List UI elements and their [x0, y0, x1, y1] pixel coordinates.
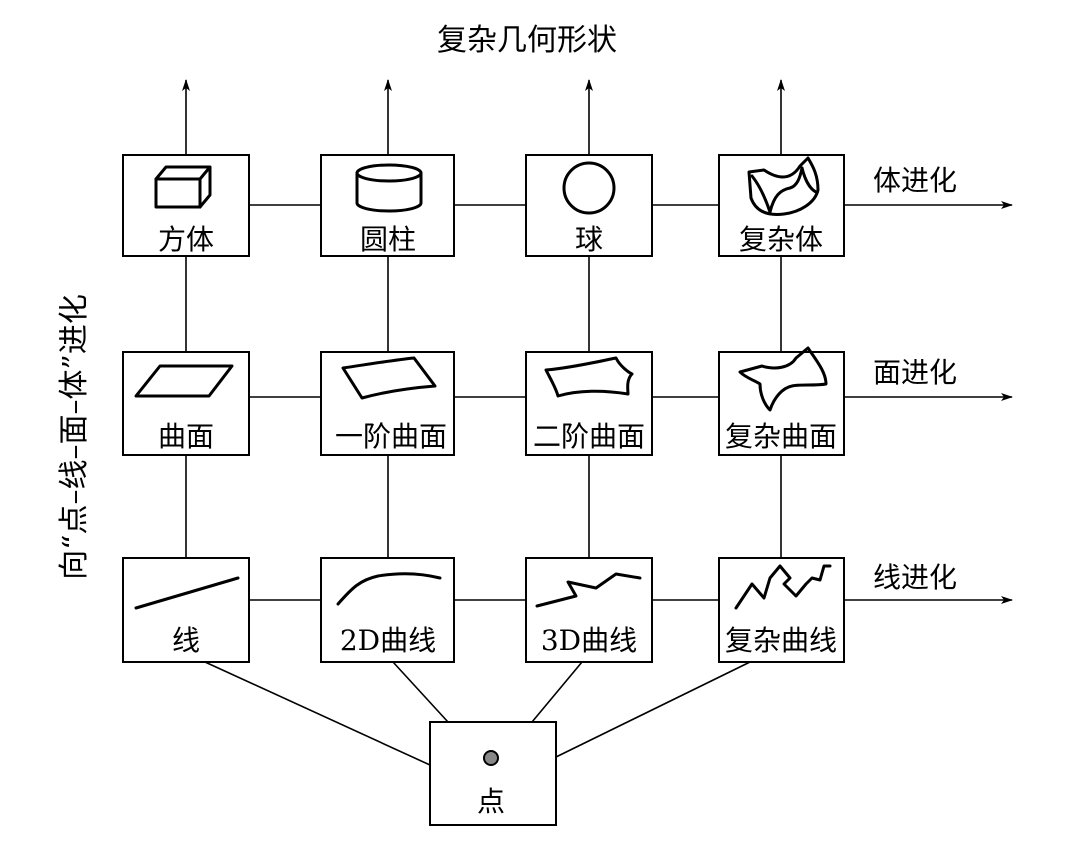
- node-label: 复杂曲面: [725, 420, 837, 453]
- 2d-curve-icon: [336, 572, 442, 606]
- connector: [204, 661, 431, 766]
- complex-curve-icon: [734, 564, 832, 610]
- connector: [392, 661, 449, 723]
- first-order-surface-icon: [341, 356, 437, 400]
- node-first-order-surface: 一阶曲面: [320, 351, 455, 456]
- up-arrows: [182, 79, 785, 155]
- node-label: 曲面: [158, 420, 214, 453]
- node-complex-solid: 复杂体: [718, 154, 845, 257]
- node-cylinder: 圆柱: [320, 154, 455, 257]
- node-label: 复杂体: [739, 223, 823, 256]
- node-surface: 曲面: [122, 351, 250, 456]
- node-point: 点: [429, 721, 557, 826]
- node-label: 点: [477, 785, 505, 818]
- node-label: 球: [575, 223, 603, 256]
- point-icon: [483, 750, 499, 766]
- complex-surface-icon: [738, 346, 828, 412]
- sphere-icon: [562, 161, 616, 215]
- node-line: 线: [122, 557, 250, 663]
- side-label: 向“点–线–面–体”进化: [57, 294, 92, 580]
- diagram-title: 复杂几何形状: [437, 23, 617, 58]
- node-label: 线: [172, 624, 200, 657]
- node-label: 圆柱: [360, 223, 416, 256]
- row-connectors: [249, 201, 1013, 604]
- node-label: 2D曲线: [340, 624, 436, 657]
- straight-line-icon: [134, 576, 240, 610]
- row-label-line: 线进化: [873, 561, 957, 594]
- node-complex-surface: 复杂曲面: [718, 346, 845, 456]
- node-label: 3D曲线: [541, 624, 637, 657]
- node-label: 二阶曲面: [533, 420, 645, 453]
- row-label-surface: 面进化: [873, 356, 957, 389]
- parallelogram-icon: [134, 364, 234, 398]
- connector: [531, 661, 583, 723]
- row-label-solid: 体进化: [873, 164, 957, 197]
- node-label: 一阶曲面: [335, 420, 447, 453]
- node-cube: 方体: [122, 154, 250, 257]
- cylinder-icon: [355, 163, 423, 213]
- 3d-curve-icon: [535, 572, 642, 608]
- node-label: 方体: [158, 223, 214, 256]
- node-label: 复杂曲线: [725, 624, 837, 657]
- node-second-order-surface: 二阶曲面: [525, 351, 653, 456]
- node-complex-curve: 复杂曲线: [718, 557, 845, 663]
- connector: [555, 661, 751, 758]
- node-sphere: 球: [525, 154, 653, 257]
- point-connectors: [204, 661, 751, 766]
- node-3d-curve: 3D曲线: [525, 557, 653, 663]
- column-connectors: [185, 256, 782, 558]
- cube-icon: [154, 165, 212, 209]
- node-2d-curve: 2D曲线: [320, 557, 455, 663]
- complex-solid-icon: [747, 156, 820, 216]
- second-order-surface-icon: [544, 356, 634, 398]
